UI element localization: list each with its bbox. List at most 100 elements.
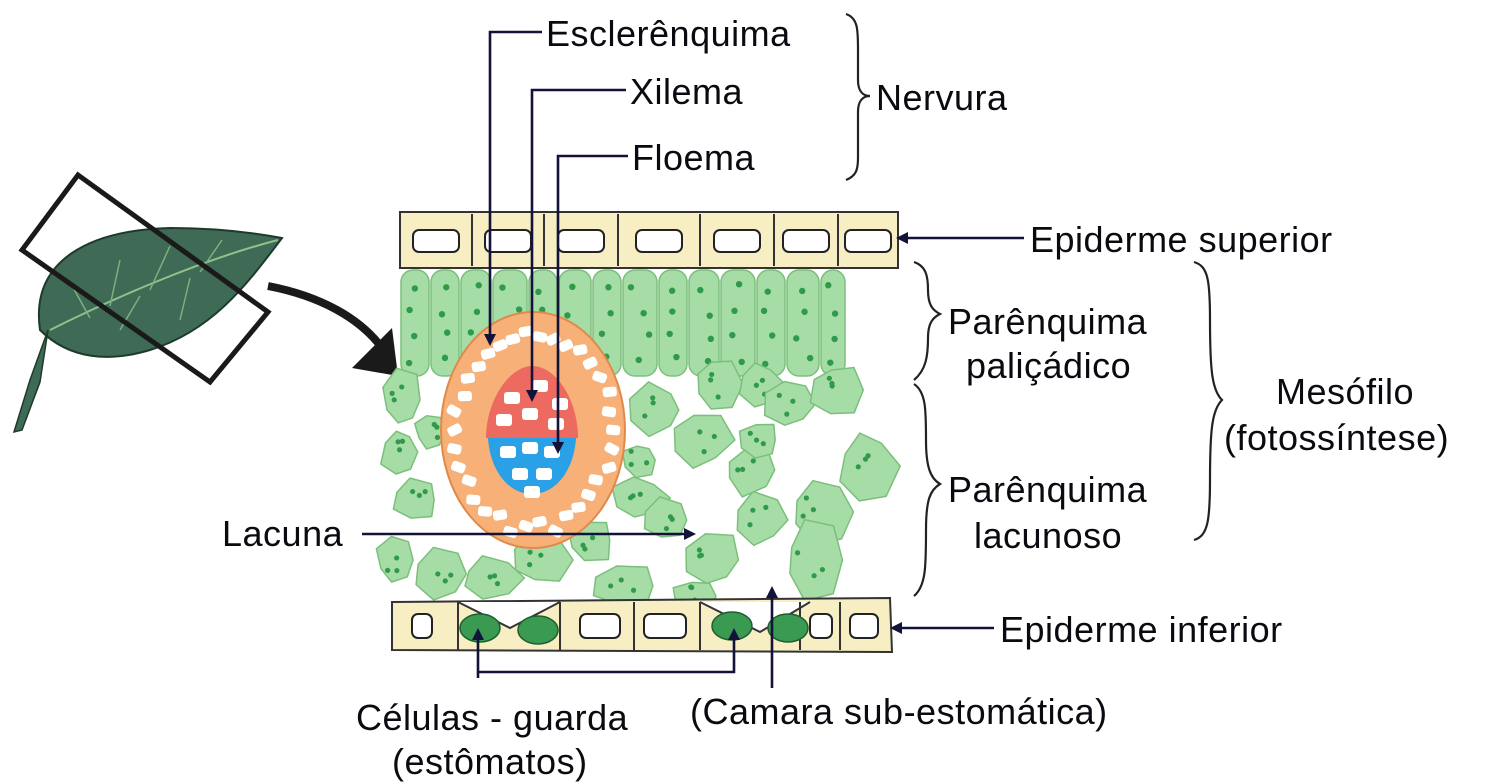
chloroplast bbox=[811, 507, 816, 512]
chloroplast bbox=[442, 355, 448, 361]
label-nervura: Nervura bbox=[876, 77, 1008, 118]
spongy-cell bbox=[381, 431, 418, 474]
chloroplast bbox=[856, 464, 861, 469]
label-epiderme-inferior: Epiderme inferior bbox=[1000, 609, 1283, 650]
chloroplast bbox=[590, 535, 595, 540]
label-lacuna: Lacuna bbox=[222, 513, 344, 554]
chloroplast bbox=[777, 393, 782, 398]
chloroplast bbox=[394, 555, 399, 560]
label-mesofilo-1: Mesófilo bbox=[1276, 371, 1414, 412]
chloroplast bbox=[395, 439, 400, 444]
chloroplast bbox=[729, 332, 735, 338]
label-mesofilo-2: (fotossíntese) bbox=[1224, 417, 1449, 458]
vascular-cell bbox=[512, 468, 528, 480]
chloroplast bbox=[716, 394, 721, 399]
brace-palicadico bbox=[914, 262, 940, 380]
chloroplast bbox=[747, 522, 752, 527]
chloroplast bbox=[651, 400, 656, 405]
lower-epidermis bbox=[392, 598, 892, 652]
palisade-cell bbox=[821, 270, 845, 376]
chloroplast bbox=[697, 429, 702, 434]
chloroplast bbox=[640, 310, 646, 316]
chloroplast bbox=[423, 489, 428, 494]
vascular-cell bbox=[536, 468, 552, 480]
chloroplast bbox=[669, 308, 675, 314]
chloroplast bbox=[636, 357, 642, 363]
chloroplast bbox=[412, 285, 418, 291]
brace-nervura bbox=[846, 14, 870, 180]
vascular-cell bbox=[524, 486, 540, 498]
palisade-cell bbox=[787, 270, 819, 376]
chloroplast bbox=[629, 449, 634, 454]
chloroplast bbox=[763, 505, 768, 510]
chloroplast bbox=[827, 359, 833, 365]
chloroplast bbox=[434, 425, 439, 430]
chloroplast bbox=[830, 383, 835, 388]
chloroplast bbox=[631, 588, 636, 593]
chloroplast bbox=[410, 489, 415, 494]
vascular-cell bbox=[504, 392, 520, 404]
chloroplast bbox=[650, 395, 655, 400]
chloroplast bbox=[406, 360, 412, 366]
chloroplast bbox=[474, 309, 480, 315]
spongy-cell bbox=[840, 433, 900, 501]
chloroplast bbox=[487, 574, 492, 579]
spongy-cell bbox=[730, 450, 775, 497]
chloroplast bbox=[812, 573, 817, 578]
chloroplast bbox=[644, 460, 649, 465]
chloroplast bbox=[751, 458, 756, 463]
label-parenquima-palicadico-1: Parênquima bbox=[948, 301, 1148, 342]
vascular-cell bbox=[496, 414, 512, 426]
spongy-cell bbox=[383, 368, 420, 423]
chloroplast bbox=[527, 550, 532, 555]
chloroplast bbox=[499, 284, 505, 290]
brace-mesofilo bbox=[1194, 262, 1222, 540]
chloroplast bbox=[670, 517, 675, 522]
chloroplast bbox=[630, 493, 635, 498]
chloroplast bbox=[701, 449, 706, 454]
chloroplast bbox=[646, 331, 652, 337]
chloroplast bbox=[709, 372, 714, 377]
chloroplast bbox=[748, 431, 753, 436]
chloroplast bbox=[582, 546, 587, 551]
chloroplast bbox=[666, 331, 672, 337]
chloroplast bbox=[448, 572, 453, 577]
label-parenquima-lacunoso-1: Parênquima bbox=[948, 469, 1148, 510]
chloroplast bbox=[492, 573, 497, 578]
chloroplast bbox=[820, 567, 825, 572]
label-parenquima-lacunoso-2: lacunoso bbox=[974, 515, 1122, 556]
chloroplast bbox=[538, 553, 543, 558]
epidermis-vacuole bbox=[850, 614, 878, 638]
chloroplast bbox=[739, 359, 745, 365]
chloroplast bbox=[564, 312, 570, 318]
chloroplast bbox=[790, 399, 795, 404]
vascular-cell bbox=[500, 446, 516, 458]
chloroplast bbox=[795, 550, 800, 555]
epidermis-vacuole bbox=[558, 230, 604, 252]
sclerenchyma-cell bbox=[471, 361, 486, 373]
epidermis-vacuole bbox=[783, 230, 829, 252]
chloroplast bbox=[399, 384, 404, 389]
chloroplast bbox=[801, 513, 806, 518]
chloroplast bbox=[417, 493, 422, 498]
palisade-cell bbox=[757, 270, 785, 376]
chloroplast bbox=[629, 462, 634, 467]
chloroplast bbox=[400, 439, 405, 444]
epidermis-vacuole bbox=[810, 614, 832, 638]
chloroplast bbox=[607, 310, 613, 316]
chloroplast bbox=[608, 583, 613, 588]
chloroplast bbox=[535, 289, 541, 295]
chloroplast bbox=[712, 434, 717, 439]
chloroplast bbox=[664, 526, 669, 531]
label-celulas-guarda-1: Células - guarda bbox=[356, 697, 629, 738]
label-parenquima-palicadico-2: paliçádico bbox=[966, 345, 1131, 386]
chloroplast bbox=[865, 453, 870, 458]
chloroplast bbox=[707, 313, 713, 319]
spongy-cell bbox=[810, 368, 863, 414]
sclerenchyma-cell bbox=[601, 406, 616, 418]
chloroplast bbox=[784, 412, 789, 417]
chloroplast bbox=[443, 284, 449, 290]
epidermis-vacuole bbox=[845, 230, 891, 252]
vascular-cell bbox=[522, 408, 538, 420]
epidermis-vacuole bbox=[580, 614, 620, 638]
